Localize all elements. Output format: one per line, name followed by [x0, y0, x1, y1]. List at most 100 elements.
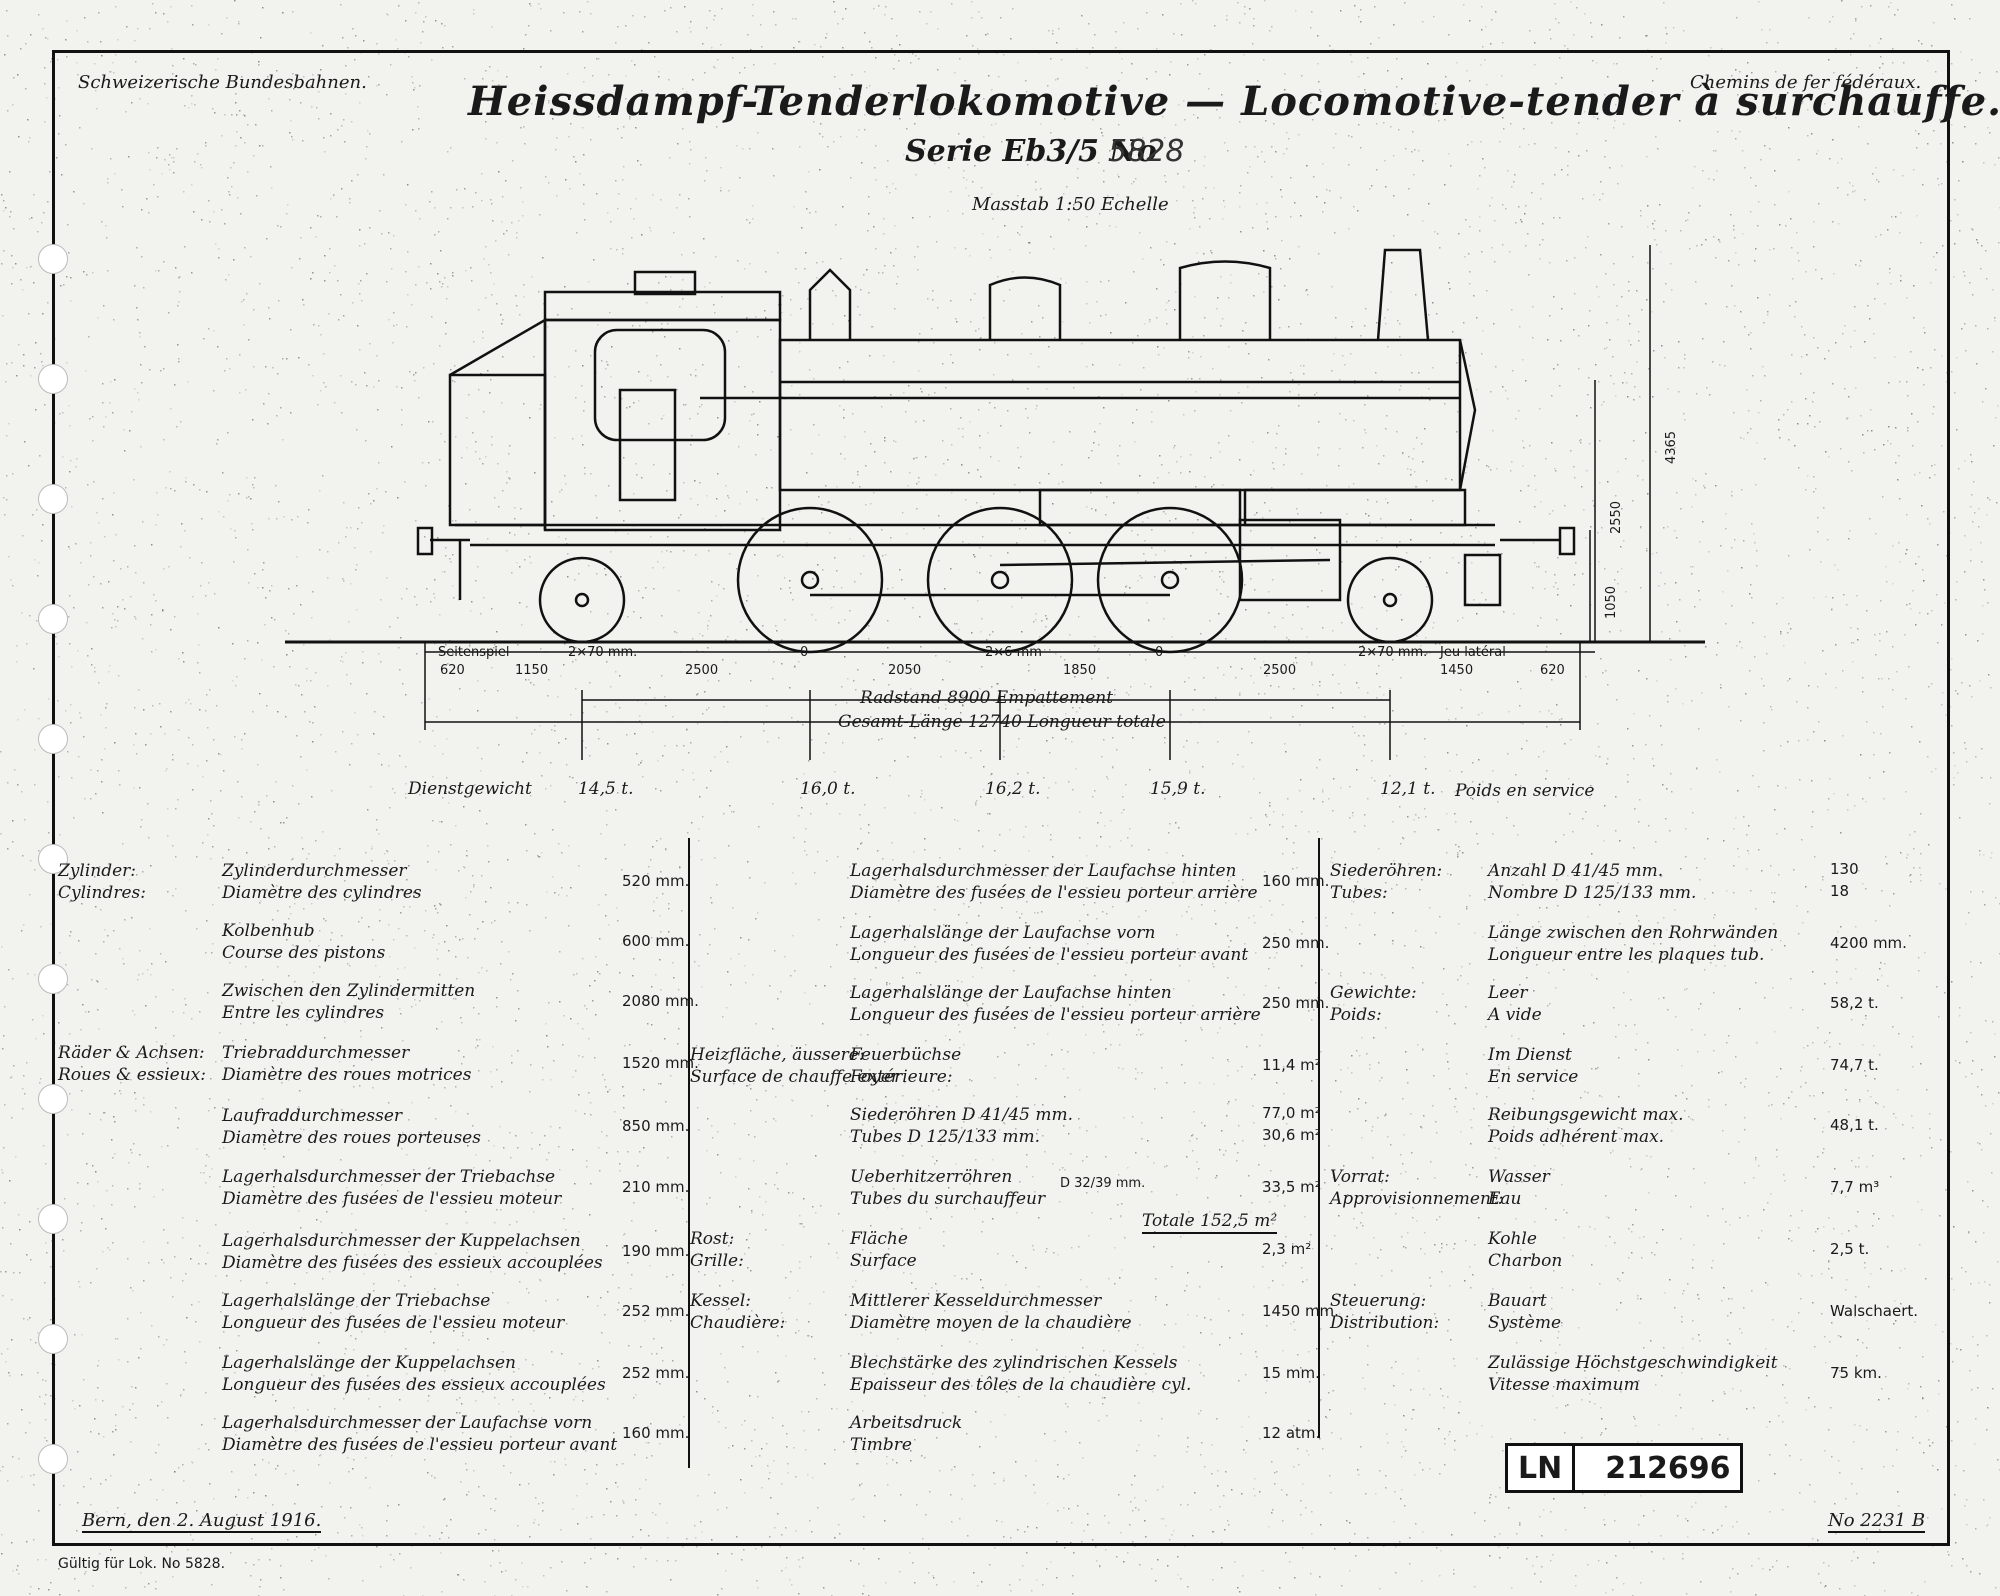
spec-value: 30,6 m² [1262, 1126, 1321, 1144]
spec-label-fr: Diamètre des roues porteuses [222, 1128, 481, 1148]
spec-label-fr: Surface [850, 1251, 917, 1271]
group-label-fr: Roues & essieux: [58, 1065, 206, 1085]
dim-label: 620 [1540, 663, 1565, 678]
dim-label: 2×70 mm. [1358, 645, 1428, 660]
series-number: 5828 [1108, 134, 1185, 169]
dim-label: 2050 [888, 663, 922, 678]
wheelbase-label: Radstand 8900 Empattement [860, 688, 1114, 708]
binder-hole [38, 844, 68, 874]
spec-value: 190 mm. [622, 1242, 690, 1260]
spec-value: 130 [1830, 860, 1859, 878]
spec-value: 1520 mm. [622, 1054, 699, 1072]
dim-label: 620 [440, 663, 465, 678]
spec-note: D 32/39 mm. [1060, 1176, 1146, 1191]
locomotive-elevation-drawing [285, 245, 1705, 760]
total-length-label: Gesamt-Länge 12740 Longueur totale [838, 712, 1166, 732]
dim-label: 2500 [1263, 663, 1297, 678]
drawing-number: No 2231 B [1828, 1510, 1926, 1533]
stamp-number: 212696 [1605, 1450, 1731, 1486]
group-label-de: Räder & Achsen: [58, 1043, 205, 1063]
spec-label-de: Kolbenhub [222, 921, 315, 941]
spec-label-de: Mittlerer Kesseldurchmesser [850, 1291, 1102, 1311]
spec-value: 250 mm. [1262, 934, 1330, 952]
drawing-frame [52, 50, 1950, 1546]
dim-label: 1450 [1440, 663, 1474, 678]
dim-label: 1850 [1063, 663, 1097, 678]
spec-value: 75 km. [1830, 1364, 1882, 1382]
spec-value: 7,7 m³ [1830, 1178, 1880, 1196]
spec-label-fr: Poids adhérent max. [1488, 1127, 1665, 1147]
spec-label-de: Zulässige Höchstgeschwindigkeit [1488, 1353, 1778, 1373]
spec-label-de: Lagerhalsdurchmesser der Kuppelachsen [222, 1231, 581, 1251]
spec-label-fr: A vide [1488, 1005, 1542, 1025]
dim-label: 0 [1155, 645, 1164, 660]
spec-label-de: Kohle [1488, 1229, 1537, 1249]
binder-hole [38, 1444, 68, 1474]
spec-label-fr: Vitesse maximum [1488, 1375, 1640, 1395]
spec-label-de: Bauart [1488, 1291, 1547, 1311]
spec-label-de: Anzahl D 41/45 mm. [1488, 861, 1664, 881]
group-label-fr: Grille: [690, 1251, 744, 1271]
spec-label-fr: Nombre D 125/133 mm. [1488, 883, 1697, 903]
dim-lateral-play-de: Seitenspiel [438, 645, 510, 660]
spec-value: 600 mm. [622, 932, 690, 950]
spec-value: 252 mm. [622, 1302, 690, 1320]
axle-weight: 15,9 t. [1150, 779, 1206, 799]
spec-label-de: Lagerhalslänge der Laufachse vorn [850, 923, 1156, 943]
spec-label-fr: Longueur des fusées de l'essieu porteur … [850, 945, 1249, 965]
group-label-fr: Tubes: [1330, 883, 1388, 903]
spec-label-de: Lagerhalsdurchmesser der Triebachse [222, 1167, 556, 1187]
spec-value: 48,1 t. [1830, 1116, 1879, 1134]
spec-label-fr: Système [1488, 1313, 1562, 1333]
binder-hole [38, 244, 68, 274]
group-label-de: Kessel: [690, 1291, 751, 1311]
dim-label: 2500 [685, 663, 719, 678]
group-label-de: Heizfläche, äussere: [690, 1045, 865, 1065]
spec-label-de: Leer [1488, 983, 1528, 1003]
page-title: Heissdampf-Tenderlokomotive — Locomotive… [468, 78, 2000, 125]
group-label-fr: Cylindres: [58, 883, 146, 903]
axle-weight: 14,5 t. [578, 779, 634, 799]
spec-label-fr: Eau [1488, 1189, 1522, 1209]
spec-value: 33,5 m² [1262, 1178, 1321, 1196]
spec-value: 520 mm. [622, 872, 690, 890]
validity-note: Gültig für Lok. No 5828. [58, 1556, 226, 1572]
group-label-de: Zylinder: [58, 861, 137, 881]
spec-label-fr: Timbre [850, 1435, 912, 1455]
spec-value: 252 mm. [622, 1364, 690, 1382]
binder-hole [38, 1324, 68, 1354]
group-label-de: Gewichte: [1330, 983, 1417, 1003]
spec-value: 18 [1830, 882, 1850, 900]
group-label-fr: Poids: [1330, 1005, 1382, 1025]
spec-label-de: Blechstärke des zylindrischen Kessels [850, 1353, 1178, 1373]
spec-label-de: Lagerhalsdurchmesser der Laufachse hinte… [850, 861, 1237, 881]
spec-value: 11,4 m² [1262, 1056, 1321, 1074]
axle-weight: 16,0 t. [800, 779, 856, 799]
column-divider [688, 838, 690, 1468]
spec-value: 160 mm. [622, 1424, 690, 1442]
spec-label-de: Laufraddurchmesser [222, 1106, 403, 1126]
railway-name-de: Schweizerische Bundesbahnen. [78, 72, 367, 93]
binder-hole [38, 724, 68, 754]
binder-hole [38, 964, 68, 994]
binder-hole [38, 1204, 68, 1234]
spec-label-fr: Longueur des fusées de l'essieu moteur [222, 1313, 565, 1333]
spec-label-fr: Diamètre des fusées de l'essieu moteur [222, 1189, 562, 1209]
spec-label-de: Lagerhalslänge der Triebachse [222, 1291, 491, 1311]
spec-value: 1450 mm. [1262, 1302, 1339, 1320]
spec-label-fr: Diamètre des fusées de l'essieu porteur … [850, 883, 1258, 903]
spec-label-de: Triebraddurchmesser [222, 1043, 410, 1063]
column-divider [1318, 838, 1320, 1438]
dim-label: 1150 [515, 663, 549, 678]
group-label-de: Vorrat: [1330, 1167, 1390, 1187]
spec-label-de: Feuerbüchse [850, 1045, 962, 1065]
spec-label-fr: Longueur des fusées des essieux accouplé… [222, 1375, 606, 1395]
archive-stamp: LN 212696 [1505, 1443, 1744, 1493]
group-label-fr: Chaudière: [690, 1313, 786, 1333]
axle-weight: 16,2 t. [985, 779, 1041, 799]
stamp-prefix: LN [1518, 1450, 1563, 1486]
binder-hole [38, 484, 68, 514]
spec-label-de: Fläche [850, 1229, 908, 1249]
series-label: Serie Eb3/5 No [905, 134, 1157, 169]
spec-value: 77,0 m² [1262, 1104, 1321, 1122]
